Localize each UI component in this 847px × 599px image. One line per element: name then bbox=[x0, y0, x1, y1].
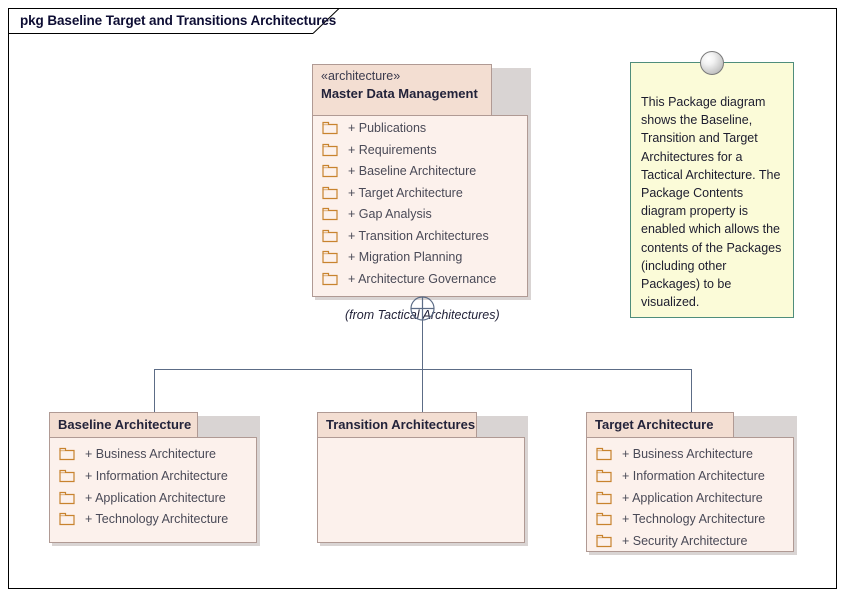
list-item-label: + Target Architecture bbox=[348, 185, 463, 200]
list-item[interactable]: + Publications bbox=[322, 117, 426, 139]
folder-icon bbox=[59, 491, 75, 504]
package-body bbox=[317, 437, 525, 543]
package-stereotype: «architecture» bbox=[321, 69, 401, 83]
package-body bbox=[586, 437, 794, 552]
folder-icon bbox=[322, 186, 338, 199]
folder-icon bbox=[596, 447, 612, 461]
package-item-list bbox=[317, 443, 525, 543]
list-item-label: + Application Architecture bbox=[622, 490, 763, 505]
list-item[interactable]: + Gap Analysis bbox=[322, 203, 432, 225]
folder-icon bbox=[322, 143, 338, 156]
folder-icon bbox=[596, 535, 612, 548]
folder-icon bbox=[596, 469, 612, 482]
folder-icon bbox=[59, 447, 75, 461]
folder-icon bbox=[322, 229, 338, 242]
folder-icon bbox=[322, 250, 338, 264]
folder-icon bbox=[322, 121, 338, 135]
list-item-label: + Publications bbox=[348, 121, 427, 135]
list-item[interactable]: + Technology Architecture bbox=[596, 508, 765, 530]
connector-branch-transition bbox=[422, 369, 423, 412]
package-item-list: + Business Architecture + Information Ar… bbox=[49, 443, 257, 543]
list-item[interactable]: + Migration Planning bbox=[322, 246, 462, 268]
list-item-label: + Business Architecture bbox=[622, 447, 753, 461]
package-title: Master Data Management bbox=[321, 86, 478, 101]
list-item-label: + Technology Architecture bbox=[85, 512, 229, 527]
note-text: This Package diagram shows the Baseline,… bbox=[641, 95, 782, 310]
list-item[interactable]: + Architecture Governance bbox=[322, 268, 496, 290]
connector-branch-target bbox=[691, 369, 692, 412]
list-item[interactable]: + Technology Architecture bbox=[59, 508, 228, 530]
list-item-label: + Technology Architecture bbox=[622, 512, 766, 527]
list-item-label: + Application Architecture bbox=[85, 490, 226, 505]
package-item-list: + Business Architecture + Information Ar… bbox=[586, 443, 794, 553]
package-item-list: + Publications + Requirements + Baseline… bbox=[312, 117, 528, 297]
package-body bbox=[312, 115, 528, 297]
folder-icon bbox=[596, 513, 612, 526]
connector-trunk-vertical bbox=[422, 308, 423, 369]
list-item[interactable]: + Target Architecture bbox=[322, 182, 463, 204]
list-item-label: + Transition Architectures bbox=[348, 228, 489, 243]
list-item[interactable]: + Information Architecture bbox=[596, 465, 765, 487]
package-title: Target Architecture bbox=[595, 417, 714, 432]
folder-icon bbox=[322, 164, 338, 178]
list-item-label: + Migration Planning bbox=[348, 250, 463, 264]
list-item[interactable]: + Transition Architectures bbox=[322, 225, 489, 247]
list-item[interactable]: + Application Architecture bbox=[596, 487, 763, 509]
list-item[interactable]: + Security Architecture bbox=[596, 530, 747, 552]
list-item-label: + Requirements bbox=[348, 142, 437, 157]
folder-icon bbox=[59, 469, 75, 482]
list-item-label: + Baseline Architecture bbox=[348, 164, 477, 178]
package-title: Transition Architectures bbox=[326, 417, 476, 432]
folder-icon bbox=[59, 513, 75, 526]
diagram-title-tab-slant bbox=[312, 8, 340, 34]
package-body bbox=[49, 437, 257, 543]
containment-circle-plus-icon bbox=[410, 296, 435, 321]
page-title: pkg Baseline Target and Transitions Arch… bbox=[20, 13, 337, 28]
list-item-label: + Information Architecture bbox=[622, 468, 765, 483]
list-item[interactable]: + Information Architecture bbox=[59, 465, 228, 487]
folder-icon bbox=[322, 272, 338, 285]
note-box[interactable]: This Package diagram shows the Baseline,… bbox=[630, 62, 794, 318]
list-item[interactable]: + Baseline Architecture bbox=[322, 160, 476, 182]
list-item-label: + Gap Analysis bbox=[348, 207, 432, 221]
list-item[interactable]: + Business Architecture bbox=[596, 443, 753, 465]
list-item[interactable]: + Business Architecture bbox=[59, 443, 216, 465]
list-item-label: + Business Architecture bbox=[85, 447, 216, 461]
folder-icon bbox=[322, 207, 338, 221]
connector-branch-baseline bbox=[154, 369, 155, 412]
diagram-title-tab-body bbox=[8, 8, 313, 34]
note-pin-icon bbox=[700, 51, 724, 75]
list-item-label: + Architecture Governance bbox=[348, 271, 497, 286]
list-item[interactable]: + Requirements bbox=[322, 139, 437, 161]
list-item-label: + Information Architecture bbox=[85, 468, 228, 483]
list-item-label: + Security Architecture bbox=[622, 534, 748, 549]
tab-slant-shape bbox=[312, 8, 340, 34]
folder-icon bbox=[596, 491, 612, 504]
package-title: Baseline Architecture bbox=[58, 417, 192, 432]
list-item[interactable]: + Application Architecture bbox=[59, 487, 226, 509]
